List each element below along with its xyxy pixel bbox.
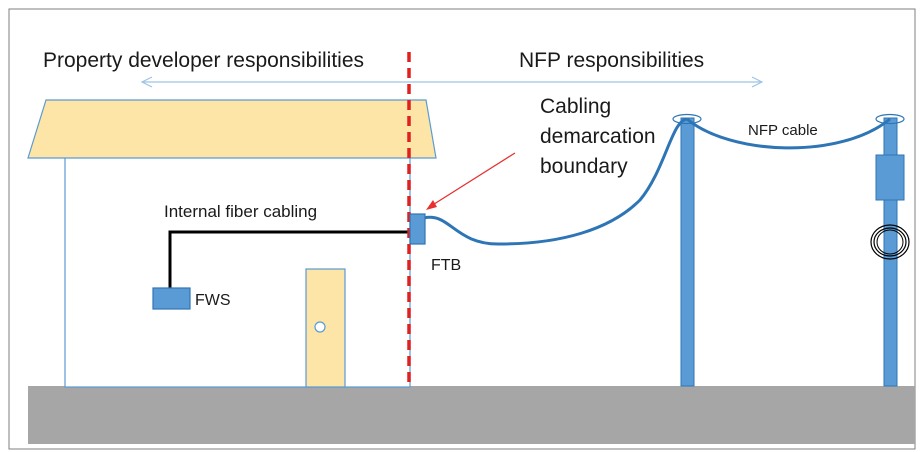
ftb-label: FTB [431, 257, 461, 274]
nfp-cable [686, 117, 891, 150]
house-body [64, 149, 411, 388]
door-knob [314, 321, 326, 333]
fws-label: FWS [195, 292, 231, 309]
nfp-cable-label: NFP cable [748, 122, 818, 139]
demarcation-label-line3: boundary [540, 155, 628, 178]
demarcation-label-line1: Cabling [540, 95, 611, 118]
developer-responsibilities-label: Property developer responsibilities [43, 49, 364, 72]
house-roof [27, 99, 437, 159]
pole-2-insulator [875, 113, 905, 125]
fws-box [152, 287, 191, 310]
cable-coil [870, 224, 910, 260]
door [305, 268, 346, 388]
internal-cabling-label: Internal fiber cabling [164, 202, 317, 221]
ftb-box [409, 213, 426, 245]
drop-cable [423, 117, 688, 246]
ground [28, 386, 915, 444]
pole-terminal-box [875, 154, 905, 201]
demarcation-label-line2: demarcation [540, 125, 656, 148]
responsibility-arrow [140, 76, 764, 88]
demarcation-pointer-arrow [426, 152, 516, 210]
frame [8, 8, 916, 450]
internal-cable [168, 230, 410, 289]
nfp-responsibilities-label: NFP responsibilities [519, 49, 704, 72]
pole-1-insulator [672, 113, 702, 125]
utility-pole-1 [680, 117, 695, 387]
